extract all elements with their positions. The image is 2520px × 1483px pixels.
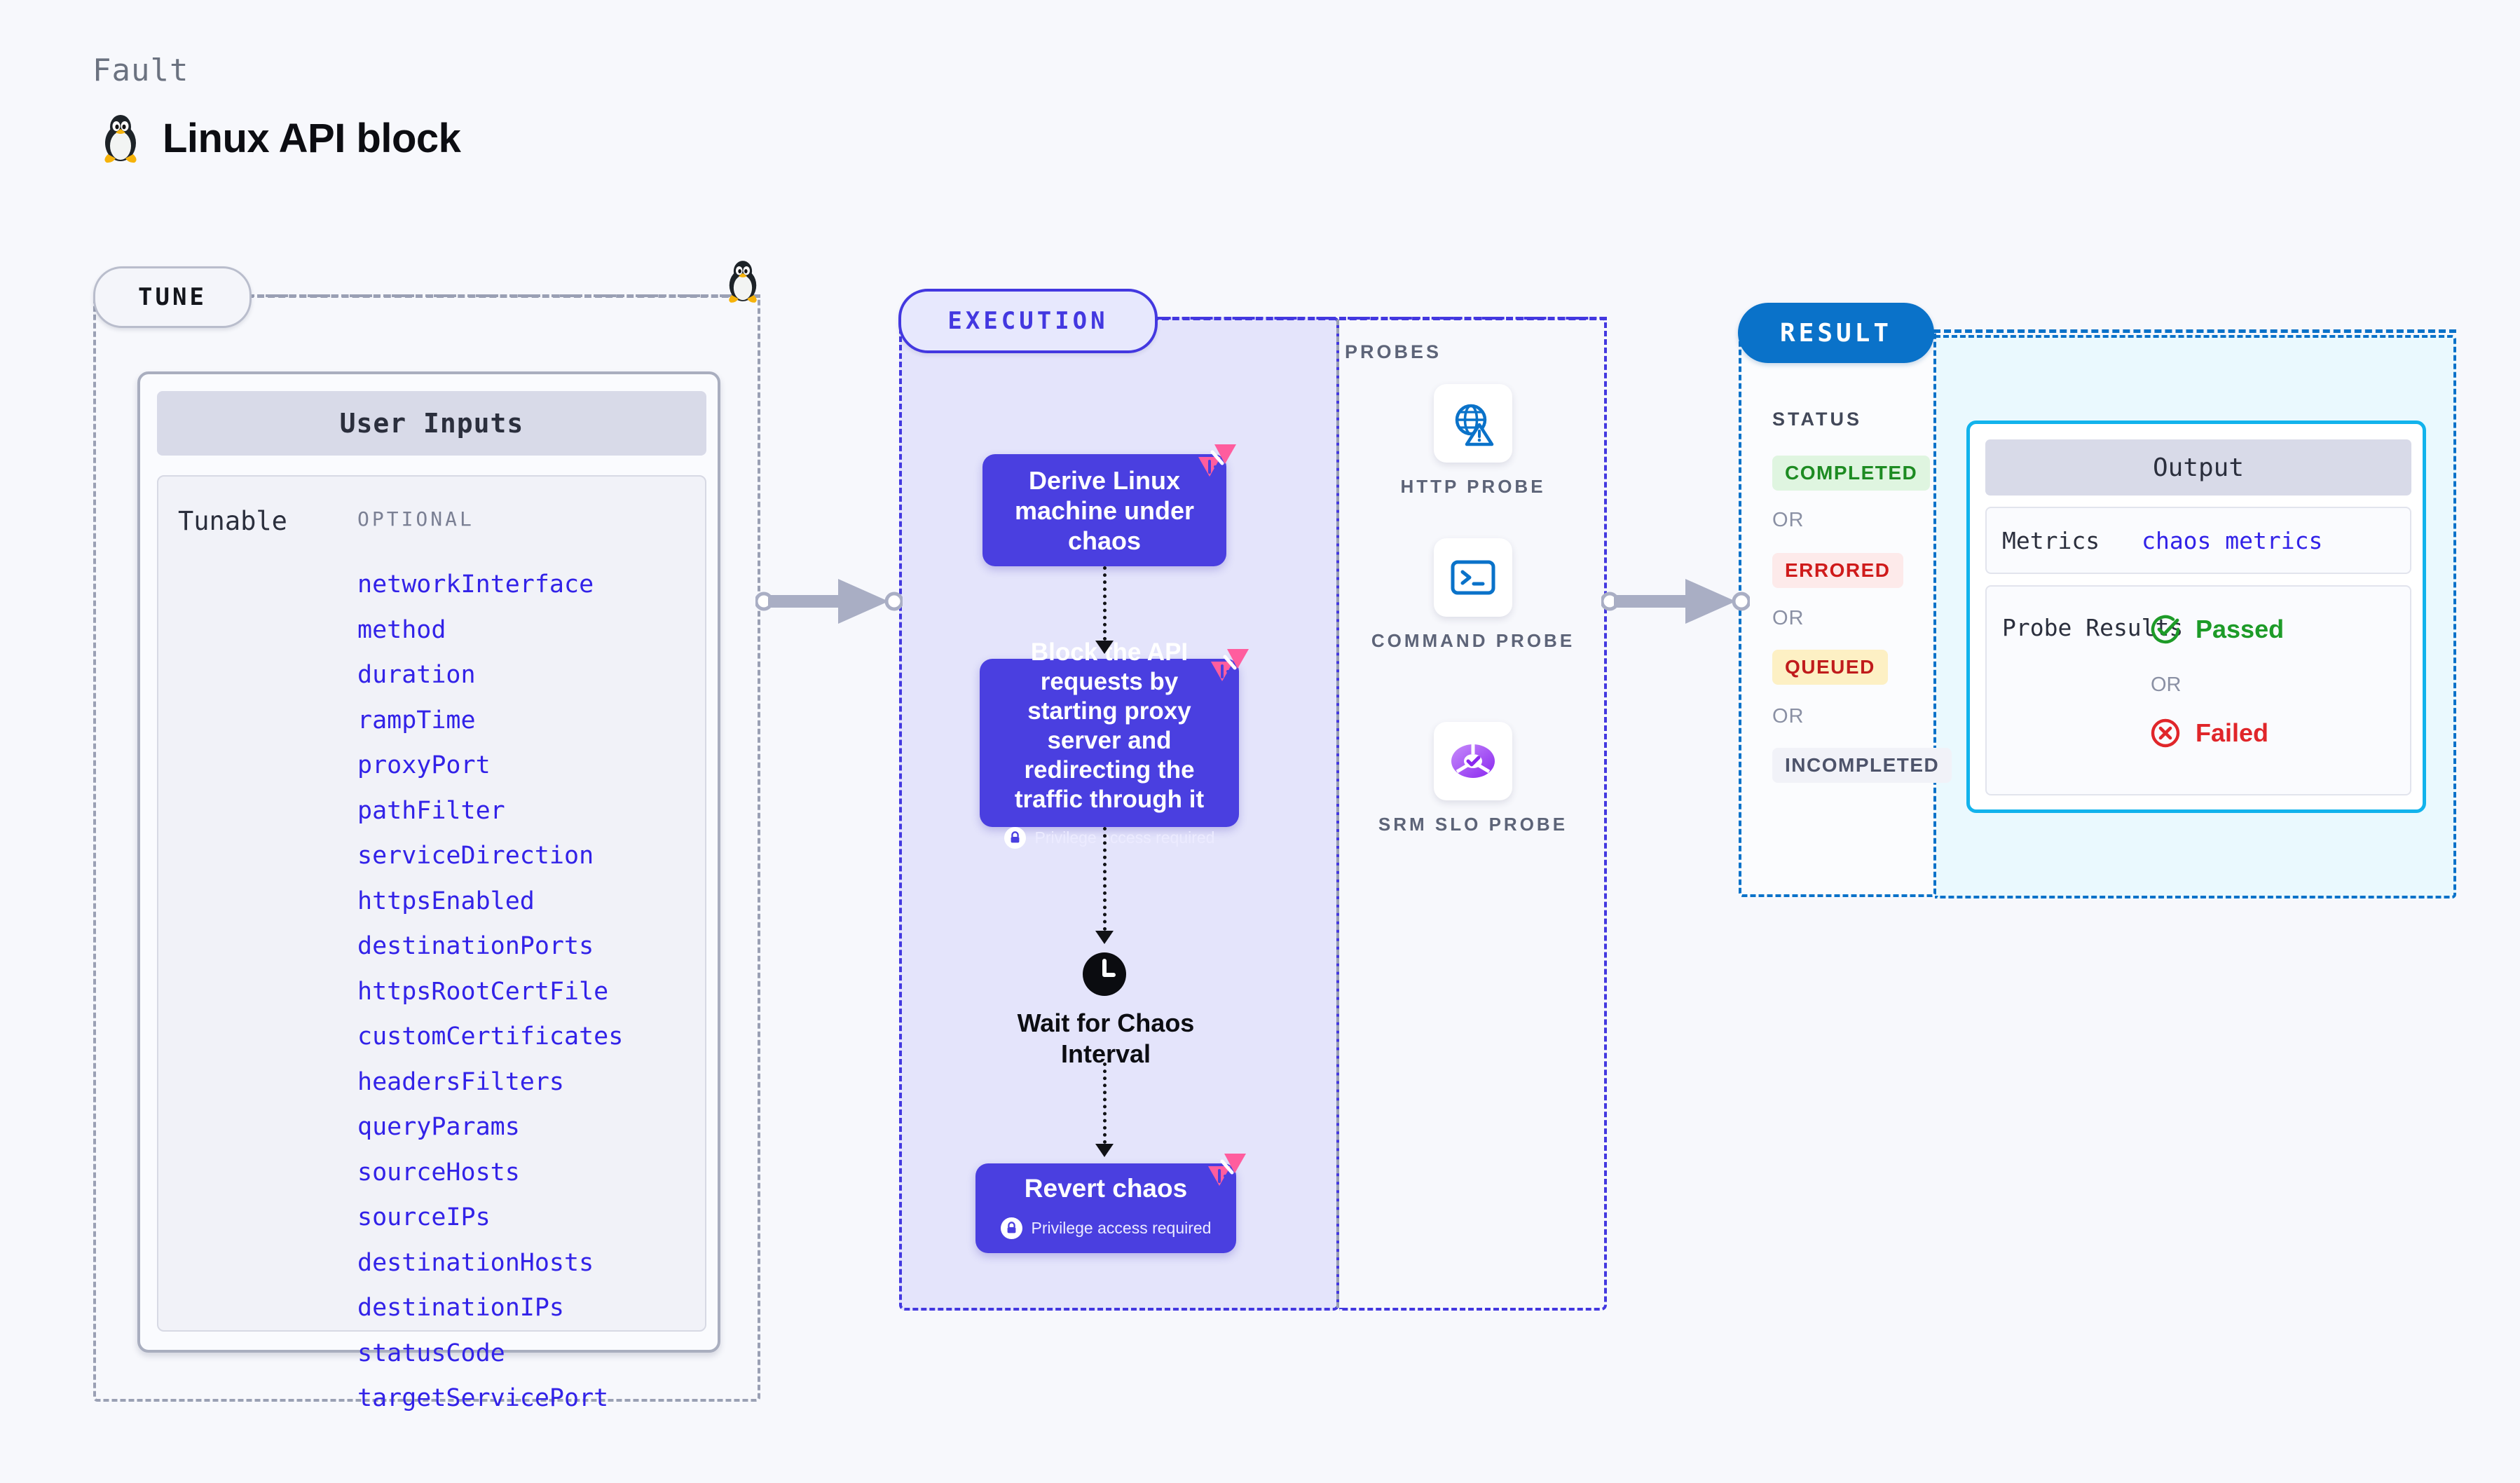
execution-step-wait-label: Wait for Chaos Interval [1017, 1009, 1195, 1068]
optional-label: OPTIONAL [357, 507, 474, 531]
tunable-item[interactable]: httpsEnabled [357, 887, 535, 915]
page-title-row: Linux API block [98, 112, 461, 164]
privilege-access-text: Privilege access required [1034, 828, 1215, 847]
probe-item-http[interactable]: HTTP PROBE [1339, 384, 1607, 498]
tunable-list: networkInterface method duration rampTime pr… [357, 562, 694, 1421]
tunable-item[interactable]: pathFilter [357, 796, 505, 825]
execution-section-pill[interactable]: EXECUTION [898, 289, 1158, 353]
x-circle-icon [2151, 718, 2180, 748]
fault-kicker-label: Fault [93, 53, 189, 88]
lock-icon [1000, 1217, 1022, 1239]
lock-icon [1004, 826, 1026, 849]
tunable-item[interactable]: targetServicePort [357, 1384, 609, 1412]
execution-step-derive[interactable]: Derive Linux machine under chaos [982, 444, 1236, 566]
tunable-item[interactable]: httpsRootCertFile [357, 977, 609, 1006]
probes-left-divider [1336, 320, 1339, 1308]
tux-penguin-corner-icon [723, 258, 762, 308]
metrics-row: Metrics chaos metrics [1985, 507, 2411, 574]
tune-section-pill[interactable]: TUNE [93, 266, 252, 328]
probe-result-failed-label: Failed [2196, 718, 2269, 747]
tunable-item[interactable]: sourceHosts [357, 1158, 520, 1187]
globe-warning-icon [1434, 384, 1512, 463]
probe-label-command: COMMAND PROBE [1371, 630, 1575, 651]
probe-label-http: HTTP PROBE [1400, 476, 1546, 497]
tunable-panel: Tunable OPTIONAL networkInterface method d… [157, 475, 706, 1412]
metrics-value: chaos metrics [2142, 526, 2323, 554]
arrowhead-block-to-wait [1095, 931, 1114, 944]
status-title: STATUS [1772, 409, 1862, 430]
tunable-item[interactable]: queryParams [357, 1113, 520, 1141]
privilege-access-note: Privilege access required [1004, 823, 1215, 852]
probe-result-passed: Passed [2149, 613, 2284, 645]
status-badge-queued: QUEUED [1772, 650, 1888, 685]
tunable-item[interactable]: destinationPorts [357, 932, 594, 960]
probe-result-or-label: OR [2151, 674, 2182, 696]
tunable-label: Tunable [178, 506, 287, 536]
probe-item-command[interactable]: COMMAND PROBE [1339, 538, 1607, 652]
status-or-label: OR [1772, 607, 1805, 629]
execution-step-derive-text: Derive Linux machine under chaos [1014, 465, 1195, 555]
tunable-item[interactable]: networkInterface [357, 570, 594, 599]
arrow-execution-to-result [1600, 575, 1751, 631]
connector-block-to-wait [1103, 827, 1107, 931]
tunable-item[interactable]: customCertificates [357, 1023, 624, 1051]
tux-penguin-icon [98, 112, 143, 164]
srm-slo-donut-icon [1434, 722, 1512, 800]
status-badge-incompleted: INCOMPLETED [1772, 748, 1952, 783]
arrowhead-derive-to-block [1095, 641, 1114, 654]
privilege-access-text: Privilege access required [1031, 1219, 1212, 1237]
user-inputs-card: User Inputs Tunable OPTIONAL networkInte… [137, 371, 720, 1412]
arrow-tune-to-execution [754, 575, 904, 631]
user-inputs-title: User Inputs [157, 391, 706, 456]
status-badge-completed: COMPLETED [1772, 456, 1931, 491]
tunable-item[interactable]: destinationIPs [357, 1294, 565, 1322]
tune-dashed-connector [247, 294, 760, 298]
metrics-key: Metrics [2002, 526, 2100, 554]
tunable-item[interactable]: duration [357, 661, 476, 689]
tunable-item[interactable]: destinationHosts [357, 1248, 594, 1277]
result-dashed-connector [1933, 329, 2456, 333]
probe-label-srm-slo: SRM SLO PROBE [1378, 814, 1568, 835]
terminal-icon [1434, 538, 1512, 617]
tunable-item[interactable]: rampTime [357, 706, 476, 734]
tunable-item[interactable]: proxyPort [357, 751, 491, 779]
status-badge-errored: ERRORED [1772, 553, 1903, 588]
check-circle-icon [2151, 615, 2180, 644]
probes-title: PROBES [1345, 341, 1442, 362]
tunable-item[interactable]: statusCode [357, 1339, 505, 1367]
probe-item-srm-slo[interactable]: SRM SLO PROBE [1339, 722, 1607, 836]
result-section-container [1739, 329, 1936, 897]
probe-results-row: Probe Results Passed OR Failed [1985, 585, 2411, 795]
probe-result-failed: Failed [2149, 717, 2268, 749]
output-title: Output [1985, 439, 2411, 496]
probe-result-passed-label: Passed [2196, 615, 2285, 643]
execution-step-revert-text: Revert chaos [1024, 1174, 1188, 1203]
connector-wait-to-revert [1103, 1062, 1107, 1144]
status-or-label: OR [1772, 509, 1805, 531]
output-card: Output Metrics chaos metrics Probe Resul… [1966, 421, 2426, 813]
connector-derive-to-block [1103, 566, 1107, 641]
page-title: Linux API block [163, 115, 461, 161]
execution-step-block[interactable]: Block the API requests by starting proxy… [980, 638, 1249, 849]
execution-dashed-connector [1151, 317, 1607, 320]
clock-icon [1082, 952, 1127, 1000]
result-section-pill[interactable]: RESULT [1738, 303, 1934, 363]
tunable-item[interactable]: headersFilters [357, 1067, 565, 1096]
tunable-item[interactable]: serviceDirection [357, 842, 594, 870]
probes-section-container [1336, 317, 1607, 1311]
privilege-access-note: Privilege access required [1000, 1212, 1212, 1243]
execution-step-revert[interactable]: Revert chaos Privilege access required [975, 1154, 1246, 1253]
arrowhead-wait-to-revert [1095, 1144, 1114, 1157]
status-or-label: OR [1772, 705, 1805, 727]
tunable-item[interactable]: method [357, 615, 446, 644]
execution-step-block-text: Block the API requests by starting proxy… [1014, 638, 1205, 813]
tunable-item[interactable]: sourceIPs [357, 1203, 491, 1231]
